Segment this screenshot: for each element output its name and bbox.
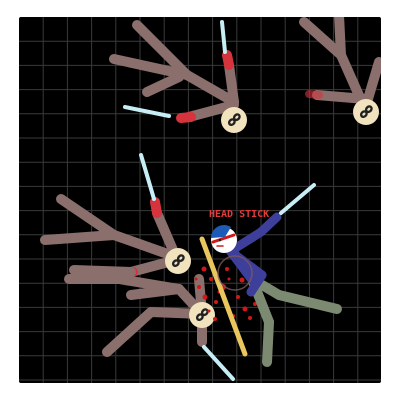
sword-blade <box>139 153 156 201</box>
enemy-top-right[interactable] <box>299 17 381 125</box>
enemy-limb <box>126 284 184 300</box>
ninja-mask-icon <box>227 113 241 127</box>
enemy-mid-left[interactable] <box>40 153 191 279</box>
player-hitbox-ring <box>217 255 253 291</box>
sword-blade <box>220 20 227 54</box>
enemy-limb <box>150 197 162 218</box>
player-arm <box>229 249 267 280</box>
enemy-limb <box>334 17 346 60</box>
enemy-limb <box>312 90 370 104</box>
enemy-limb <box>132 20 192 80</box>
game-arena[interactable]: HEAD STICK <box>19 17 381 383</box>
enemy-limb <box>109 54 192 80</box>
enemy-limb <box>299 17 346 60</box>
sword-blade <box>202 345 235 381</box>
player-leg <box>262 317 274 367</box>
player-leg <box>274 290 342 314</box>
enemy-limb <box>69 265 136 277</box>
enemy-sash <box>305 90 323 99</box>
enemy-sash <box>176 112 196 123</box>
game-canvas[interactable]: HEAD STICK <box>19 17 381 383</box>
player-arm <box>256 212 282 237</box>
enemy-limb <box>224 60 239 107</box>
player-cap-icon <box>210 224 231 238</box>
sword-blade <box>279 183 316 215</box>
sword-blade <box>123 105 171 118</box>
player-arm <box>246 270 267 297</box>
enemy-limb <box>222 50 234 70</box>
player-fighter[interactable] <box>199 183 342 367</box>
ninja-mask-icon <box>195 308 209 322</box>
player-arm <box>229 227 266 254</box>
enemy-limb <box>182 70 239 107</box>
enemy-limb <box>40 230 119 245</box>
enemy-limb <box>184 100 239 122</box>
player-headband <box>211 233 236 244</box>
head-stick-label: HEAD STICK <box>209 209 269 220</box>
ninja-mask-icon <box>359 105 373 119</box>
enemy-limb <box>102 307 156 357</box>
staff-weapon <box>199 236 248 357</box>
enemy-top-left[interactable] <box>109 20 247 133</box>
ninja-mask-icon <box>171 254 185 268</box>
enemy-limb <box>56 194 119 240</box>
player-eye <box>218 238 222 242</box>
enemy-limb <box>142 72 184 97</box>
enemy-bottom-center[interactable] <box>64 274 235 381</box>
enemy-limb <box>109 230 181 262</box>
